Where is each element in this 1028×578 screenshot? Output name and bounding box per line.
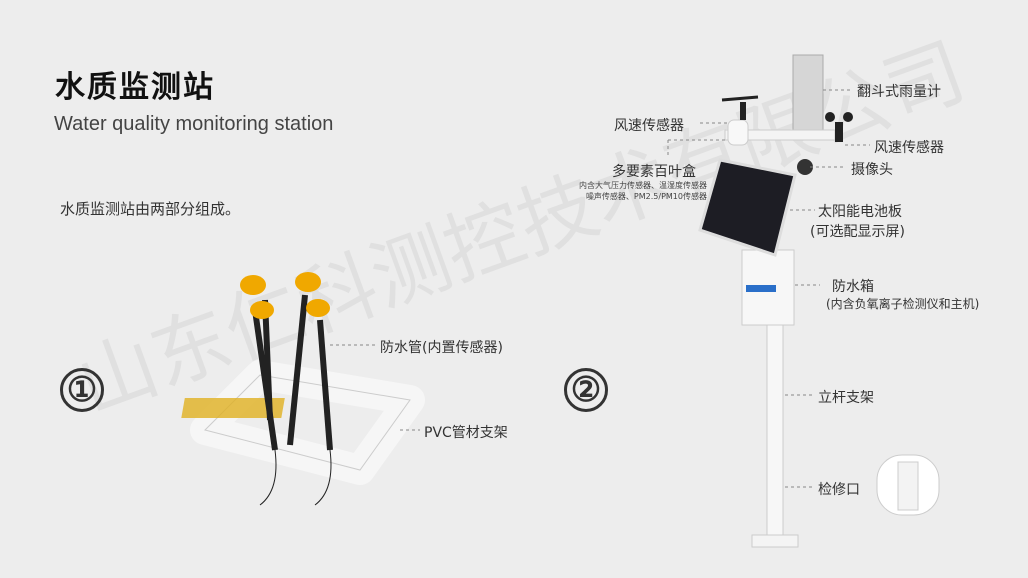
label-solar-panel: 太阳能电池板 [818,204,902,220]
page-title: 水质监测站 [55,70,215,105]
label-louver-box: 多要素百叶盒 [612,164,696,180]
label-waterproof-box: 防水箱 [832,279,874,295]
label-waterproof-tube: 防水管(内置传感器) [380,340,503,356]
part-number-2: ② [564,368,608,412]
description: 水质监测站由两部分组成。 [60,200,241,218]
label-camera: 摄像头 [851,162,893,178]
label-pole: 立杆支架 [818,390,874,406]
station-image [698,54,940,548]
label-hatch: 检修口 [818,482,860,498]
label-louver-note-2: 噪声传感器、PM2.5/PM10传感器 [585,192,707,201]
page-subtitle: Water quality monitoring station [54,113,334,135]
label-solar-note: (可选配显示屏) [810,224,905,240]
label-wind-speed-right: 风速传感器 [874,140,944,156]
pvc-frame-image [181,272,425,506]
label-wind-speed-left: 风速传感器 [614,118,684,134]
label-box-note: (内含负氧离子检测仪和主机) [826,297,980,311]
label-pvc-frame: PVC管材支架 [424,425,508,441]
label-rain-gauge: 翻斗式雨量计 [857,84,941,100]
label-louver-note-1: 内含大气压力传感器、温湿度传感器 [579,181,707,190]
part-number-1: ① [60,368,104,412]
